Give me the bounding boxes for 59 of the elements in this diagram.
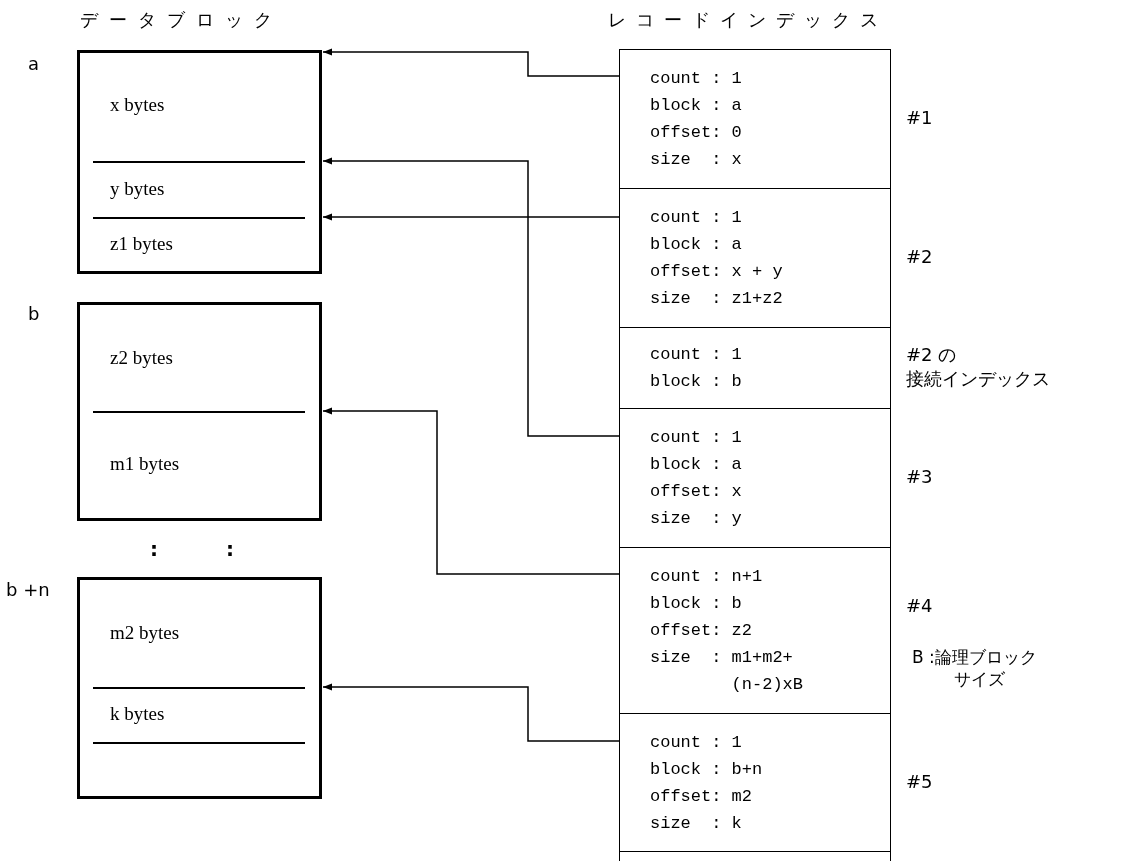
section-label: m2 bytes: [110, 621, 180, 646]
record-field: size : k: [650, 809, 814, 837]
index-record: [619, 49, 891, 189]
record-number: #2 の: [906, 343, 958, 367]
data-block: [77, 302, 322, 521]
ellipsis-mark: :: [226, 536, 234, 563]
record-field: size : x: [650, 146, 814, 173]
section-label: y bytes: [110, 176, 165, 201]
record-field: size : y: [650, 505, 814, 532]
record-field: count : 1: [650, 424, 814, 451]
index-record: [619, 547, 891, 714]
record-field: block : a: [650, 231, 814, 258]
note-text: B :論理ブロックサイズ: [912, 646, 1038, 690]
record-field: count : 1: [650, 65, 814, 92]
block-label: a: [28, 52, 40, 76]
record-field: count : 1: [650, 728, 814, 756]
index-record: [619, 713, 891, 852]
index-record: [619, 327, 891, 409]
record-number: #5: [906, 770, 933, 794]
record-field: block : b: [650, 368, 814, 395]
record-field: count : 1: [650, 341, 814, 368]
index-record: [619, 188, 891, 328]
record-field: size : z1+z2: [650, 285, 814, 312]
record-field: block : a: [650, 451, 814, 478]
index-record-empty: [619, 851, 891, 861]
record-field: offset: z2: [650, 617, 814, 644]
record-number: #2: [906, 245, 933, 269]
record-field: count : n+1: [650, 563, 814, 590]
section-label: z1 bytes: [110, 231, 173, 256]
data-block: [77, 50, 322, 274]
record-number: #1: [906, 106, 933, 130]
record-field: block : a: [650, 92, 814, 119]
data-block: [77, 577, 322, 799]
arrow: [322, 213, 620, 221]
record-field: count : 1: [650, 204, 814, 231]
column-heading: レコードインデックス: [608, 8, 888, 32]
section-label: k bytes: [110, 702, 165, 727]
block-label: b: [28, 302, 40, 326]
record-field: block : b+n: [650, 755, 814, 783]
record-number: #3: [906, 465, 933, 489]
section-label: m1 bytes: [110, 452, 180, 477]
record-number: 接続インデックス: [906, 367, 1050, 391]
arrow: [322, 407, 620, 575]
record-field: size : m1+m2+ (n-2)xB: [650, 644, 814, 698]
column-heading: データブロック: [80, 8, 283, 32]
record-field: block : b: [650, 590, 814, 617]
arrow: [322, 157, 620, 437]
block-label: b +n: [6, 578, 50, 602]
arrow: [322, 48, 620, 77]
section-label: z2 bytes: [110, 345, 173, 370]
record-field: offset: x: [650, 478, 814, 505]
record-field: offset: m2: [650, 782, 814, 810]
arrow: [322, 683, 620, 742]
ellipsis-mark: :: [150, 536, 158, 563]
record-field: offset: 0: [650, 119, 814, 146]
record-field: offset: x + y: [650, 258, 814, 285]
index-record: [619, 408, 891, 548]
section-label: x bytes: [110, 93, 165, 118]
record-number: #4: [906, 594, 933, 618]
